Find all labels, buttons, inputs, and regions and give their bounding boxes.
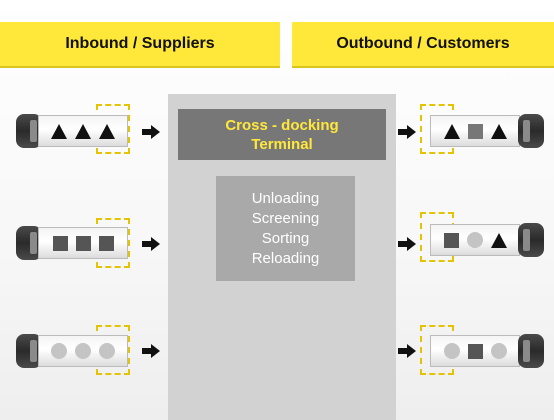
outbound-truck-2 xyxy=(426,223,544,257)
operation-unloading: Unloading xyxy=(251,189,320,207)
arrow-right-icon xyxy=(142,125,160,139)
triangle-icon xyxy=(490,123,507,139)
truck-cab-icon xyxy=(518,114,544,148)
inbound-truck-1 xyxy=(16,114,134,148)
square-icon xyxy=(443,232,459,248)
triangle-icon xyxy=(75,123,91,139)
truck-trailer xyxy=(430,335,520,367)
truck-trailer xyxy=(38,335,128,367)
arrow-right-icon xyxy=(398,237,416,251)
truck-cab-icon xyxy=(518,334,544,368)
truck-trailer xyxy=(430,115,520,147)
terminal-title-line2: Terminal xyxy=(251,135,313,153)
outbound-truck-3 xyxy=(426,334,544,368)
truck-cab-icon xyxy=(16,114,42,148)
circle-icon xyxy=(466,232,483,248)
outbound-truck-1 xyxy=(426,114,544,148)
arrow-right-icon xyxy=(398,125,416,139)
truck-trailer xyxy=(38,115,128,147)
operation-reloading: Reloading xyxy=(251,249,320,267)
square-icon xyxy=(98,235,114,251)
arrow-right-icon xyxy=(142,237,160,251)
truck-trailer xyxy=(430,224,520,256)
truck-trailer xyxy=(38,227,128,259)
square-icon xyxy=(467,123,483,139)
terminal-title: Cross - docking Terminal xyxy=(178,109,386,160)
arrow-right-icon xyxy=(142,344,160,358)
arrow-right-icon xyxy=(398,344,416,358)
circle-icon xyxy=(51,343,67,359)
operations-box: Unloading Screening Sorting Reloading xyxy=(216,176,355,281)
truck-cab-icon xyxy=(16,334,42,368)
operation-screening: Screening xyxy=(251,209,320,227)
operation-sorting: Sorting xyxy=(261,229,310,247)
truck-cab-icon xyxy=(16,226,42,260)
truck-cab-icon xyxy=(518,223,544,257)
inbound-header: Inbound / Suppliers xyxy=(0,22,280,68)
triangle-icon xyxy=(51,123,67,139)
triangle-icon xyxy=(99,123,115,139)
square-icon xyxy=(467,343,483,359)
circle-icon xyxy=(443,343,460,359)
triangle-icon xyxy=(490,232,507,248)
square-icon xyxy=(75,235,91,251)
inbound-truck-2 xyxy=(16,226,134,260)
square-icon xyxy=(52,235,68,251)
outbound-header: Outbound / Customers xyxy=(292,22,554,68)
inbound-truck-3 xyxy=(16,334,134,368)
circle-icon xyxy=(75,343,91,359)
circle-icon xyxy=(490,343,507,359)
terminal-title-line1: Cross - docking xyxy=(225,116,339,134)
triangle-icon xyxy=(443,123,460,139)
circle-icon xyxy=(99,343,115,359)
